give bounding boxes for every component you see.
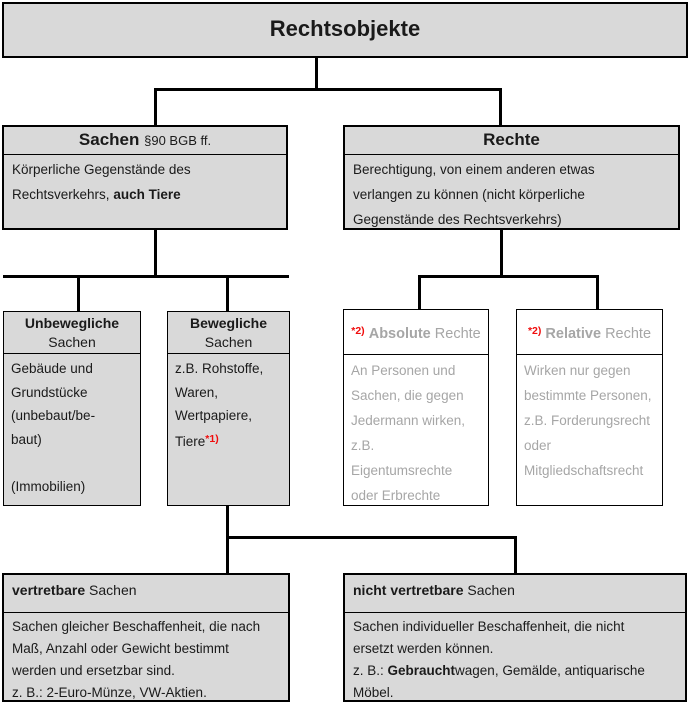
unbewegliche-description: Gebäude und Grundstücke (unbebaut/be- ba… [11, 361, 96, 494]
vertretbare-sachen-box: vertretbare Sachen Sachen gleicher Besch… [2, 573, 290, 702]
vertretbare-title-bold: vertretbare [12, 582, 86, 598]
connector-drop-unbewegliche [77, 275, 80, 311]
nicht-vertretbare-text-2: wagen, Gemälde, antiquarische Möbel. [353, 663, 645, 700]
nicht-vertretbare-description: Sachen individueller Beschaffenheit, die… [345, 613, 685, 707]
connector-sachen-branch [3, 275, 289, 278]
sachen-box: Sachen §90 BGB ff. Körperliche Gegenstän… [2, 125, 288, 230]
nicht-vertretbare-title-rest: Sachen [467, 582, 515, 598]
nicht-vertretbare-bold: Gebraucht [387, 663, 456, 678]
footnote-marker-1: *1) [205, 432, 219, 445]
nicht-vertretbare-text-1: Sachen individueller Beschaffenheit, die… [353, 619, 625, 678]
root-box: Rechtsobjekte [2, 2, 688, 58]
nicht-vertretbare-header: nicht vertretbare Sachen [345, 575, 685, 613]
connector-drop-relative [596, 275, 599, 311]
vertretbare-header: vertretbare Sachen [4, 575, 288, 613]
sachen-header: Sachen §90 BGB ff. [4, 127, 286, 155]
connector-rechte-branch [418, 275, 599, 278]
bewegliche-title-rest: Sachen [204, 334, 253, 350]
connector-root-branch [154, 88, 502, 91]
connector-drop-rechte [499, 88, 502, 125]
sachen-description-text: Körperliche Gegenstände des Rechtsverkeh… [12, 162, 191, 202]
footnote-marker-2b: *2) [527, 325, 542, 337]
vertretbare-description: Sachen gleicher Beschaffenheit, die nach… [12, 619, 261, 700]
relative-description: Wirken nur gegen bestimmte Personen, z.B… [524, 363, 652, 478]
connector-rechte-stem [500, 230, 503, 278]
relative-header: *2) Relative Rechte [517, 310, 662, 355]
nicht-vertretbare-title-bold: nicht vertretbare [353, 582, 464, 598]
absolute-header: *2) Absolute Rechte [344, 310, 488, 355]
absolute-rechte-box: *2) Absolute Rechte An Personen und Sach… [343, 309, 489, 506]
connector-bewegliche-stem [226, 506, 229, 573]
bewegliche-description-text: z.B. Rohstoffe, Waren, Wertpapiere, Tier… [175, 361, 264, 449]
nicht-vertretbare-sachen-box: nicht vertretbare Sachen Sachen individu… [343, 573, 687, 702]
sachen-title: Sachen [78, 130, 140, 149]
footnote-marker-2a: *2) [351, 325, 365, 337]
unbewegliche-title-bold: Unbewegliche [24, 315, 120, 331]
absolute-description: An Personen und Sachen, die gegen Jederm… [351, 363, 466, 503]
absolute-title-bold: Absolute [368, 326, 431, 342]
sachen-description-bold: auch Tiere [113, 187, 181, 202]
sachen-law-reference: §90 BGB ff. [144, 133, 212, 148]
relative-title-rest: Rechte [605, 326, 652, 342]
sachen-description: Körperliche Gegenstände des Rechtsverkeh… [4, 155, 286, 209]
vertretbare-title-rest: Sachen [89, 582, 137, 598]
relative-title-bold: Relative [545, 326, 602, 342]
connector-drop-sachen [154, 88, 157, 125]
rechte-box: Rechte Berechtigung, von einem anderen e… [343, 125, 680, 230]
connector-drop-bewegliche [226, 275, 229, 311]
connector-sachen-stem [154, 230, 157, 278]
rechte-description: Berechtigung, von einem anderen etwas ve… [353, 162, 595, 227]
connector-bottom-branch [226, 536, 517, 539]
rechte-header: Rechte [345, 127, 678, 155]
connector-drop-nicht-vertretbare [514, 536, 517, 573]
connector-root-stem [315, 58, 318, 90]
connector-drop-absolute [418, 275, 421, 311]
bewegliche-title-bold: Bewegliche [189, 315, 268, 331]
rechte-title: Rechte [483, 130, 540, 149]
bewegliche-description: z.B. Rohstoffe, Waren, Wertpapiere, Tier… [168, 354, 289, 456]
relative-rechte-box: *2) Relative Rechte Wirken nur gegen bes… [516, 309, 663, 506]
absolute-title-rest: Rechte [434, 326, 481, 342]
root-title: Rechtsobjekte [269, 16, 421, 41]
unbewegliche-title-rest: Sachen [48, 334, 96, 350]
